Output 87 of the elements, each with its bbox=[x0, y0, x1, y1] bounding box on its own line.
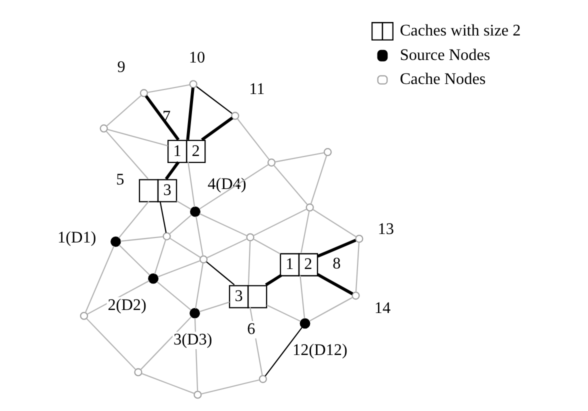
node-circle bbox=[190, 206, 200, 217]
node-circle bbox=[193, 390, 202, 399]
node-circle bbox=[198, 255, 208, 264]
connector bbox=[159, 201, 166, 233]
connector bbox=[266, 304, 300, 322]
node-circle bbox=[188, 80, 197, 88]
connector bbox=[200, 116, 233, 142]
connector bbox=[164, 161, 180, 180]
connector bbox=[84, 246, 114, 313]
connector bbox=[274, 152, 324, 162]
node-label: 1(D1) bbox=[57, 228, 96, 246]
connector bbox=[198, 164, 268, 210]
node-circle bbox=[110, 236, 120, 247]
node-label: 3(D3) bbox=[173, 330, 212, 349]
connector bbox=[198, 302, 230, 312]
connector bbox=[200, 379, 260, 394]
connector bbox=[106, 128, 168, 146]
connector bbox=[196, 86, 232, 114]
node-circle bbox=[305, 203, 314, 212]
connector bbox=[86, 318, 136, 370]
node-circle bbox=[354, 234, 363, 243]
node-circle bbox=[230, 112, 239, 120]
connector bbox=[247, 240, 250, 285]
node-circle bbox=[266, 158, 276, 167]
connector bbox=[299, 276, 305, 318]
connector bbox=[105, 130, 148, 180]
connector bbox=[206, 238, 246, 258]
connector bbox=[156, 281, 191, 310]
node-label: 14 bbox=[374, 299, 390, 318]
connector bbox=[120, 236, 163, 242]
connector bbox=[118, 200, 149, 238]
connector bbox=[186, 88, 194, 140]
connector bbox=[198, 213, 246, 236]
connector bbox=[310, 156, 327, 204]
connector bbox=[106, 95, 142, 127]
node-circle bbox=[258, 374, 266, 384]
connector bbox=[194, 263, 204, 309]
connector bbox=[264, 274, 282, 286]
connector bbox=[140, 316, 192, 370]
connector bbox=[169, 238, 200, 258]
connector bbox=[248, 307, 262, 376]
connector bbox=[206, 261, 234, 286]
node-circle bbox=[162, 232, 170, 240]
node-circle bbox=[299, 318, 310, 329]
connector bbox=[141, 373, 194, 394]
node-label: 4(D4) bbox=[207, 174, 246, 193]
node-label: 12(D12) bbox=[292, 340, 347, 359]
connector bbox=[195, 216, 204, 256]
node-label: 10 bbox=[188, 48, 205, 66]
connector bbox=[252, 238, 280, 254]
node-circle bbox=[246, 233, 254, 242]
connector bbox=[187, 162, 195, 208]
node-circle bbox=[351, 292, 360, 300]
connector bbox=[316, 238, 356, 258]
node-label: 6 bbox=[246, 320, 255, 338]
connector bbox=[118, 244, 150, 276]
connector bbox=[308, 296, 352, 322]
node-label: 9 bbox=[116, 58, 125, 76]
connector bbox=[154, 240, 166, 274]
connector bbox=[236, 118, 270, 160]
legend-label: Source Nodes bbox=[399, 46, 490, 64]
node-label: 5 bbox=[116, 170, 124, 188]
node-circle bbox=[139, 89, 148, 98]
node-circle bbox=[134, 368, 142, 376]
node-label: 2(D2) bbox=[107, 296, 146, 314]
legend-label: Cache Nodes bbox=[399, 70, 486, 88]
connector bbox=[273, 165, 308, 205]
node-circle bbox=[79, 312, 88, 320]
node-label: 13 bbox=[377, 220, 394, 238]
node-circle bbox=[189, 308, 200, 318]
connector bbox=[354, 242, 360, 292]
connector bbox=[157, 260, 200, 278]
legend-label: Caches with size 2 bbox=[399, 22, 520, 40]
connector bbox=[300, 211, 310, 253]
connector bbox=[168, 214, 192, 234]
connector bbox=[312, 208, 356, 238]
connector bbox=[316, 273, 353, 296]
connector bbox=[264, 326, 302, 376]
connector bbox=[252, 208, 306, 236]
connector bbox=[176, 200, 191, 210]
node-circle bbox=[99, 124, 108, 133]
connector bbox=[146, 84, 190, 94]
node-circle bbox=[148, 273, 158, 284]
connector bbox=[144, 95, 180, 141]
node-label: 11 bbox=[248, 80, 264, 98]
node-circle bbox=[323, 148, 332, 156]
node-label: 8 bbox=[332, 254, 340, 272]
